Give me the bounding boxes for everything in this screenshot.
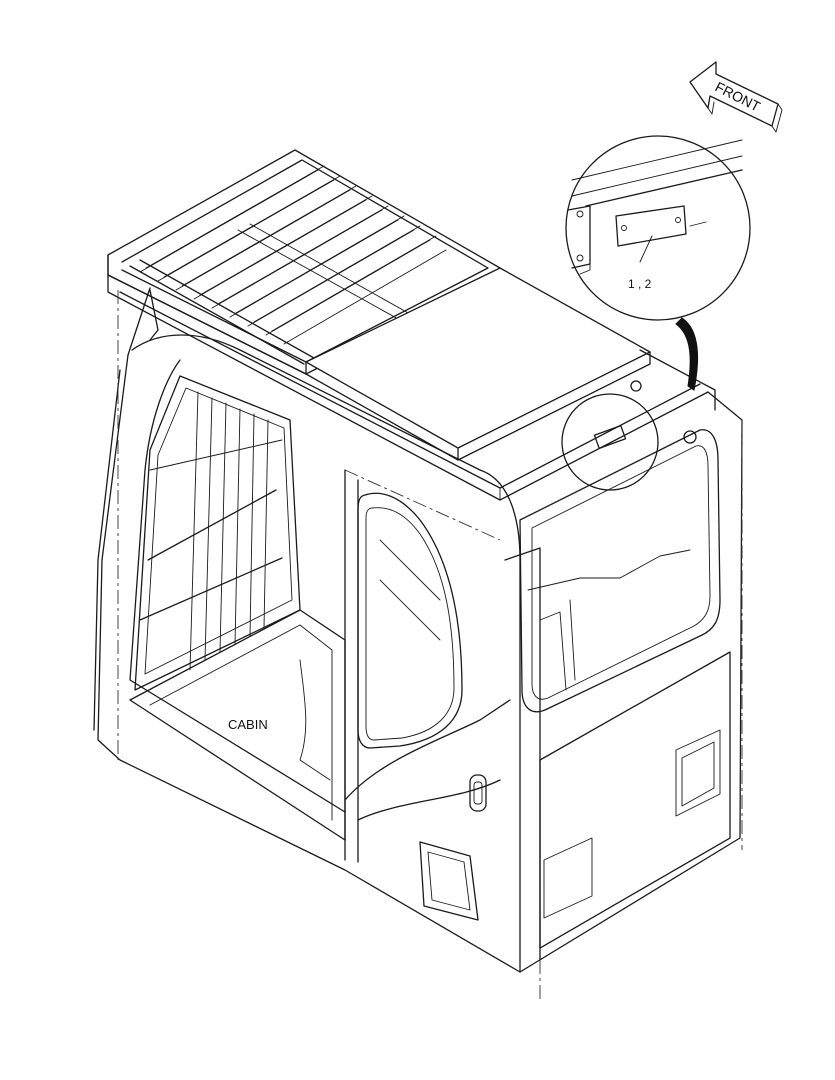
cabin-label: CABIN <box>228 717 268 732</box>
callout-leader-arrow <box>675 317 699 391</box>
door-hardware <box>419 774 487 921</box>
front-lower-panel <box>539 651 731 949</box>
door-window <box>357 492 463 749</box>
reference-lines <box>117 290 743 1000</box>
callout-detail: 1 , 2 <box>565 135 751 321</box>
side-window-grille <box>134 375 301 691</box>
front-windshield <box>519 429 721 713</box>
callout-label: 1 , 2 <box>628 277 652 291</box>
cabin-floor: CABIN <box>129 609 346 841</box>
label-location-circle <box>561 393 659 491</box>
front-direction-arrow: FRONT <box>689 61 783 133</box>
